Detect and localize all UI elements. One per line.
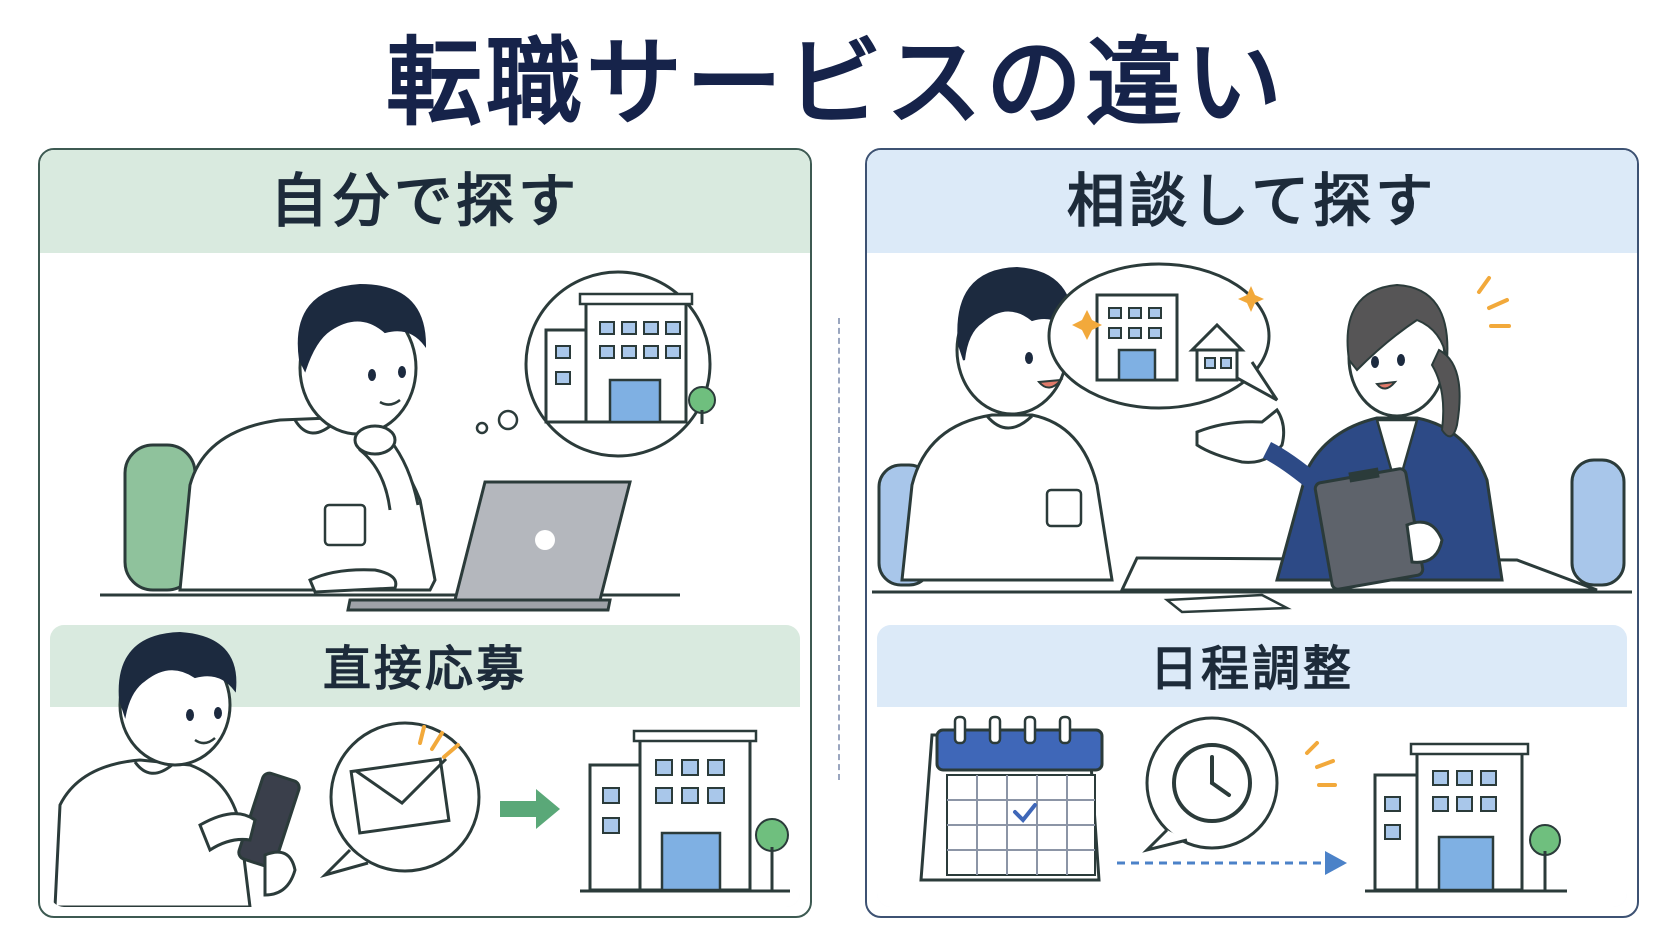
self-search-panel: 自分で探す bbox=[38, 148, 812, 918]
panel-divider bbox=[838, 318, 840, 780]
schedule-heading: 日程調整 bbox=[877, 625, 1627, 707]
schedule-illustration bbox=[919, 715, 1567, 893]
direct-apply-section: 直接応募 bbox=[50, 625, 800, 907]
page-title: 転職サービスの違い bbox=[386, 27, 1286, 139]
consult-search-heading: 相談して探す bbox=[867, 150, 1637, 253]
direct-apply-illustration bbox=[53, 631, 790, 907]
schedule-section: 日程調整 bbox=[877, 625, 1627, 907]
self-search-heading: 自分で探す bbox=[40, 150, 810, 253]
man-laptop-illustration bbox=[100, 270, 716, 612]
consultation-illustration bbox=[872, 262, 1632, 614]
consult-search-panel: 相談して探す bbox=[865, 148, 1639, 918]
